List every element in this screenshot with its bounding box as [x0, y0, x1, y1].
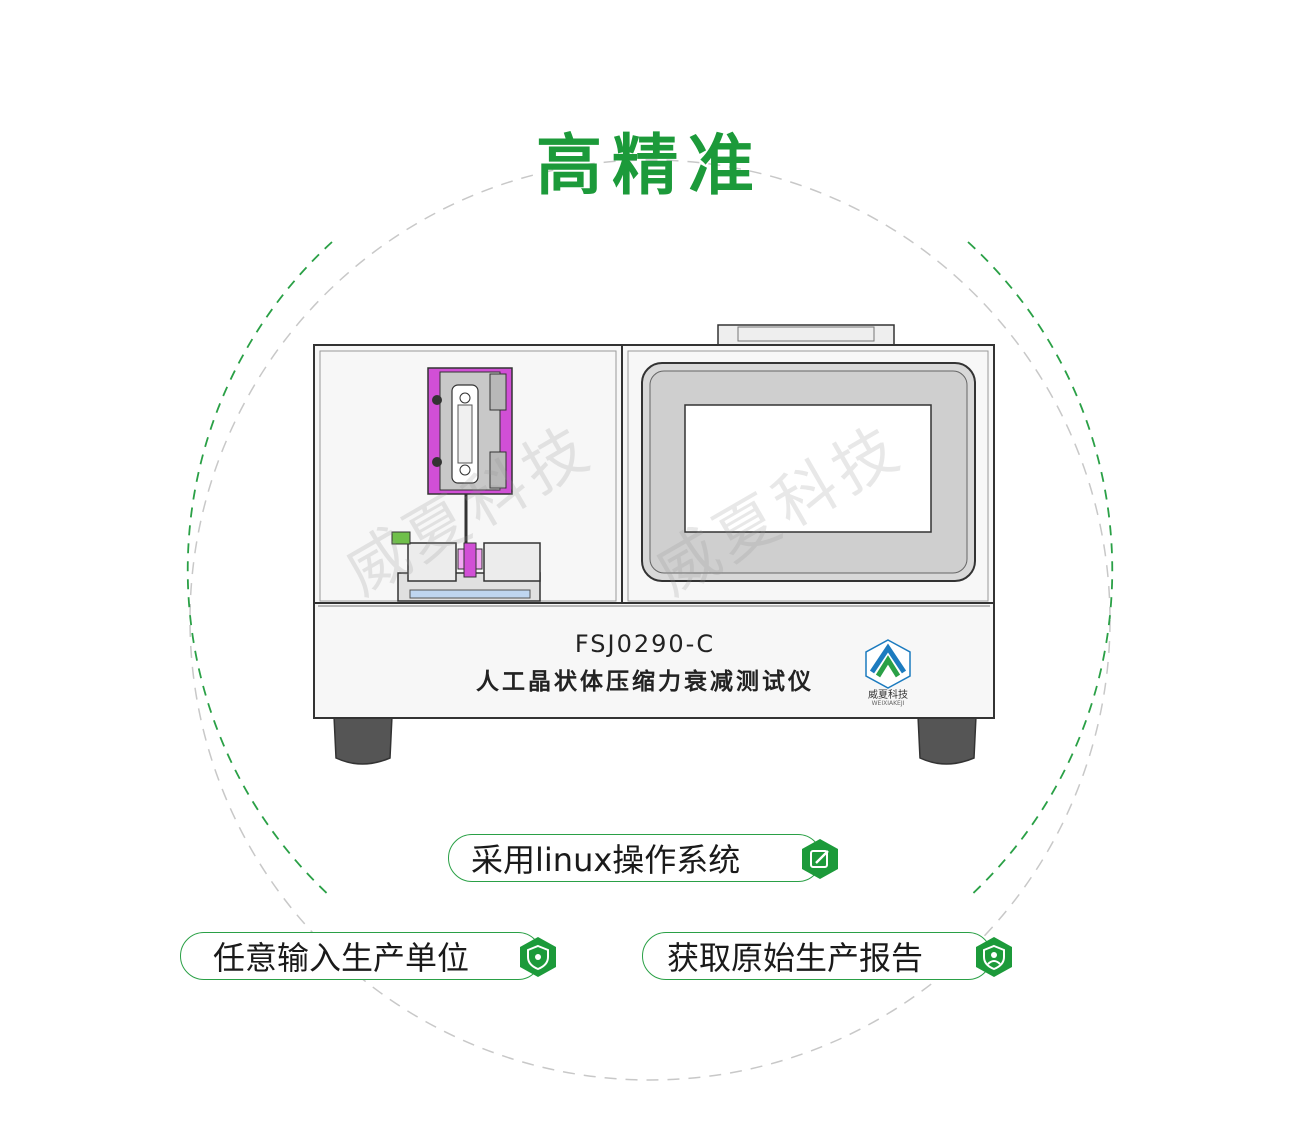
feature-label: 任意输入生产单位: [213, 939, 470, 977]
page-title: 高精准: [536, 127, 764, 204]
top-handle: [717, 324, 895, 346]
brand-logo: [865, 639, 911, 689]
feature-pill-report: 获取原始生产报告: [642, 932, 992, 980]
right-green-arc: [967, 241, 1114, 899]
left-foot: [333, 715, 393, 765]
user-shield-icon: [976, 937, 1012, 977]
left-green-arc: [186, 241, 333, 899]
edit-icon: [802, 839, 838, 879]
right-foot: [917, 715, 977, 765]
logo-text: 威夏科技: [868, 690, 908, 701]
feature-label: 采用linux操作系统: [471, 841, 741, 879]
device-name: 人工晶状体压缩力衰减测试仪: [476, 669, 814, 695]
feature-pill-unit: 任意输入生产单位: [180, 932, 542, 980]
logo-subtext: WEIXIAKEJI: [871, 700, 905, 707]
feature-pill-linux: 采用linux操作系统: [448, 834, 822, 882]
device-model: FSJ0290-C: [574, 630, 716, 658]
shield-bao-icon: [520, 937, 556, 977]
feature-label: 获取原始生产报告: [667, 939, 924, 977]
touchscreen: [684, 404, 932, 533]
